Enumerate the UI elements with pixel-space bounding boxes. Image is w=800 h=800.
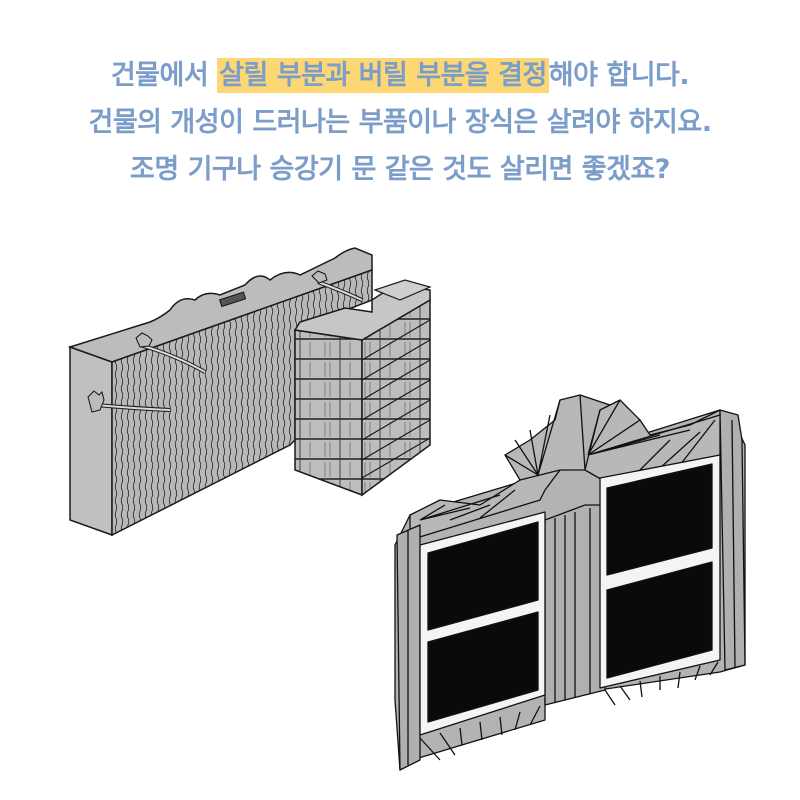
caption-line-1-before: 건물에서: [110, 60, 218, 91]
caption-line-3: 조명 기구나 승강기 문 같은 것도 살리면 좋겠죠?: [130, 154, 670, 185]
caption-line-2: 건물의 개성이 드러나는 부품이나 장식은 살려야 하지요.: [88, 107, 712, 138]
caption-line-1-after: 해야 합니다.: [548, 60, 690, 91]
caption-text-block: 건물에서 살릴 부분과 버릴 부분을 결정해야 합니다. 건물의 개성이 드러나…: [0, 52, 800, 193]
window-glass-lower-left: [427, 611, 539, 723]
window-glass-upper-left: [427, 521, 539, 631]
window-glass-upper-right: [606, 463, 713, 576]
window-illustration: [394, 394, 746, 771]
caption-highlight: 살릴 부분과 버릴 부분을 결정: [217, 58, 549, 93]
wall-illustration: [67, 247, 432, 537]
window-glass-lower-right: [606, 561, 713, 679]
caption-line-1: 건물에서 살릴 부분과 버릴 부분을 결정해야 합니다.: [0, 52, 800, 99]
